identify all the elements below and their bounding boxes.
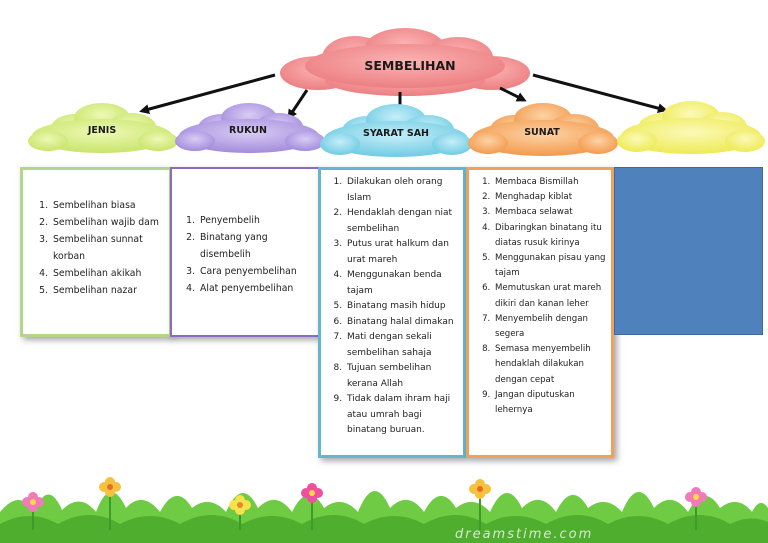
label-syarat: SYARAT SAH	[362, 128, 430, 139]
list-item: Menggunakan pisau yang tajam	[493, 251, 607, 281]
flower-1	[22, 492, 44, 530]
list-jenis: Sembelihan biasa Sembelihan wajib dam Se…	[31, 197, 163, 299]
cloud-blank	[617, 101, 765, 154]
box-sunat: Membaca Bismillah Menghadap kiblat Memba…	[466, 167, 614, 458]
cloud-syarat	[320, 104, 472, 157]
label-rukun: RUKUN	[229, 125, 267, 136]
list-item: Membaca selawat	[493, 205, 607, 220]
list-item: Membaca Bismillah	[493, 175, 607, 190]
title-cloud	[280, 28, 530, 96]
list-item: Hendaklah dengan niat sembelihan	[345, 206, 459, 237]
list-item: Binatang halal dimakan	[345, 315, 459, 331]
list-item: Dilakukan oleh orang Islam	[345, 175, 459, 206]
list-item: Jangan diputuskan lehernya	[493, 388, 607, 418]
list-syarat-sah: Dilakukan oleh orang Islam Hendaklah den…	[325, 175, 459, 439]
flower-5	[469, 479, 491, 530]
list-item: Binatang yang disembelih	[198, 229, 314, 263]
list-item: Semasa menyembelih hendaklah dilakukan d…	[493, 342, 607, 388]
flower-4	[301, 483, 323, 530]
diagram-title: SEMBELIHAN	[364, 58, 456, 73]
list-item: Penyembelih	[198, 212, 314, 229]
watermark: dreamstime.com	[455, 527, 593, 542]
box-empty-blue	[614, 167, 763, 335]
list-item: Menghadap kiblat	[493, 190, 607, 205]
label-jenis: JENIS	[87, 125, 117, 136]
box-syarat-sah: Dilakukan oleh orang Islam Hendaklah den…	[318, 167, 466, 458]
list-item: Dibaringkan binatang itu diatas rusuk ki…	[493, 221, 607, 251]
list-rukun: Penyembelih Binatang yang disembelih Car…	[178, 212, 314, 297]
list-item: Tujuan sembelihan kerana Allah	[345, 361, 459, 392]
arrow-to-sunat	[499, 86, 527, 102]
label-sunat: SUNAT	[524, 127, 560, 138]
list-item: Memutuskan urat mareh dikiri dan kanan l…	[493, 281, 607, 311]
cloud-rukun	[175, 103, 325, 153]
cloud-jenis	[28, 103, 178, 153]
flower-3	[229, 495, 251, 530]
flower-2	[99, 477, 121, 530]
list-sunat: Membaca Bismillah Menghadap kiblat Memba…	[473, 175, 607, 418]
grass-strip	[0, 490, 768, 543]
box-rukun: Penyembelih Binatang yang disembelih Car…	[170, 167, 320, 337]
list-item: Sembelihan wajib dam	[51, 214, 163, 231]
list-item: Sembelihan nazar	[51, 282, 163, 299]
list-item: Tidak dalam ihram haji atau umrah bagi b…	[345, 392, 459, 439]
arrow-to-blank	[532, 73, 668, 114]
list-item: Binatang masih hidup	[345, 299, 459, 315]
list-item: Sembelihan biasa	[51, 197, 163, 214]
list-item: Mati dengan sekali sembelihan sahaja	[345, 330, 459, 361]
arrow-to-jenis	[139, 73, 276, 114]
list-item: Putus urat halkum dan urat mareh	[345, 237, 459, 268]
flower-6	[685, 487, 707, 530]
list-item: Cara penyembelihan	[198, 263, 314, 280]
list-item: Menggunakan benda tajam	[345, 268, 459, 299]
list-item: Alat penyembelihan	[198, 280, 314, 297]
list-item: Sembelihan akikah	[51, 265, 163, 282]
cloud-sunat	[468, 103, 618, 156]
box-jenis: Sembelihan biasa Sembelihan wajib dam Se…	[20, 167, 172, 337]
arrow-to-rukun	[287, 89, 309, 120]
list-item: Sembelihan sunnat korban	[51, 231, 163, 265]
arrows	[139, 73, 668, 120]
list-item: Menyembelih dengan segera	[493, 312, 607, 342]
